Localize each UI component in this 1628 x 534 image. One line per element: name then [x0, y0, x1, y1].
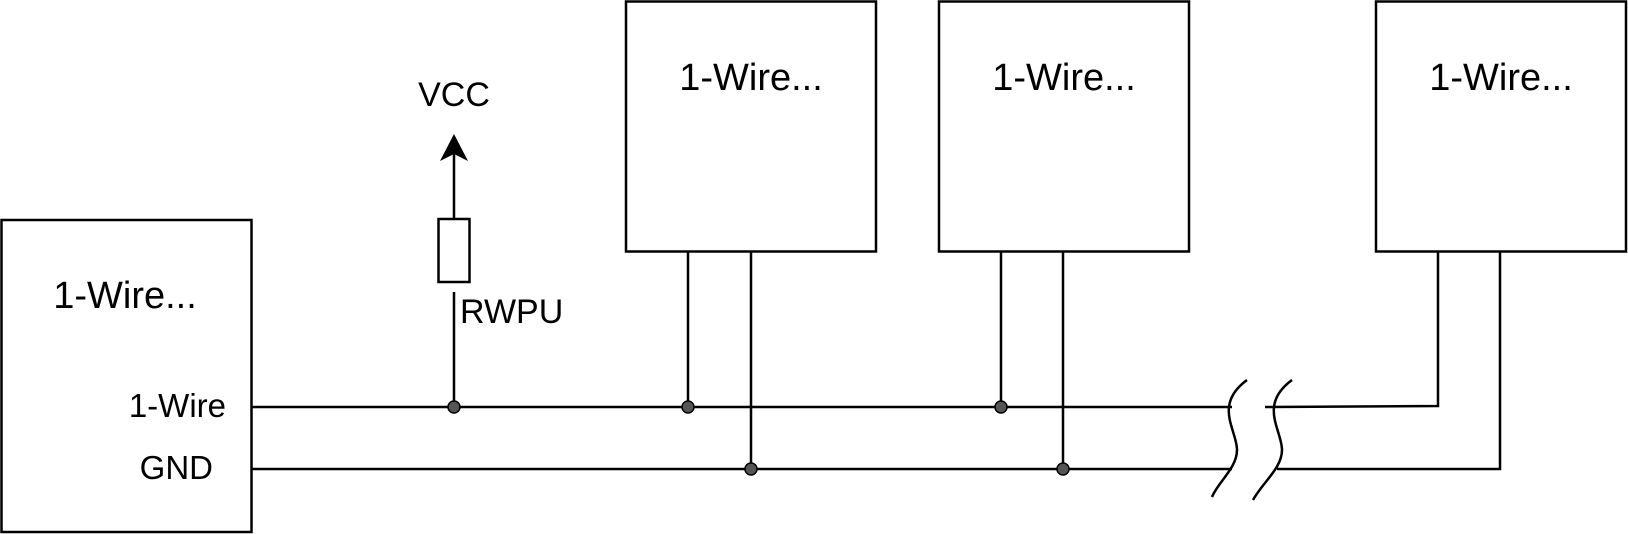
cable-break-symbol: [1210, 378, 1293, 501]
resistor-label: RWPU: [460, 293, 563, 331]
slave-device-2-box: [937, 0, 1191, 253]
pullup-resistor: [437, 217, 471, 284]
data-bus: [252, 251, 1440, 409]
master-device: 1-Wire... 1-Wire GND: [0, 218, 253, 534]
junction-dot-pullup: [447, 400, 461, 414]
pullup-network: VCC RWPU: [418, 76, 563, 407]
slave-device-1-title: 1-Wire...: [679, 57, 823, 99]
junction-dot-slave-2-gnd: [1056, 462, 1070, 476]
cable-break-right-curve: [1251, 378, 1293, 501]
slave-device-3: 1-Wire...: [1374, 0, 1628, 253]
junction-dot-slave-1-gnd: [744, 462, 758, 476]
junctions: [447, 400, 1070, 476]
junction-dot-slave-1-data: [681, 400, 695, 414]
vcc-arrow-icon: [440, 134, 468, 161]
data-bus-wire-right: [1264, 251, 1440, 409]
slave-device-2-title: 1-Wire...: [992, 57, 1136, 99]
master-pin-data-label: 1-Wire: [129, 387, 226, 424]
slave-device-1: 1-Wire...: [624, 0, 878, 253]
slave-device-3-box: [1374, 0, 1628, 253]
ground-bus-wire-right: [1277, 251, 1502, 471]
master-device-title: 1-Wire...: [53, 275, 197, 317]
slave-device-2: 1-Wire...: [937, 0, 1191, 253]
junction-dot-slave-2-data: [994, 400, 1008, 414]
ground-bus: [252, 251, 1502, 471]
slave-device-3-title: 1-Wire...: [1429, 57, 1573, 99]
master-device-box: [0, 218, 253, 534]
vcc-label: VCC: [418, 76, 490, 114]
master-pin-gnd-label: GND: [140, 449, 213, 486]
slave-device-1-box: [624, 0, 878, 253]
cable-break-left-curve: [1210, 378, 1248, 498]
